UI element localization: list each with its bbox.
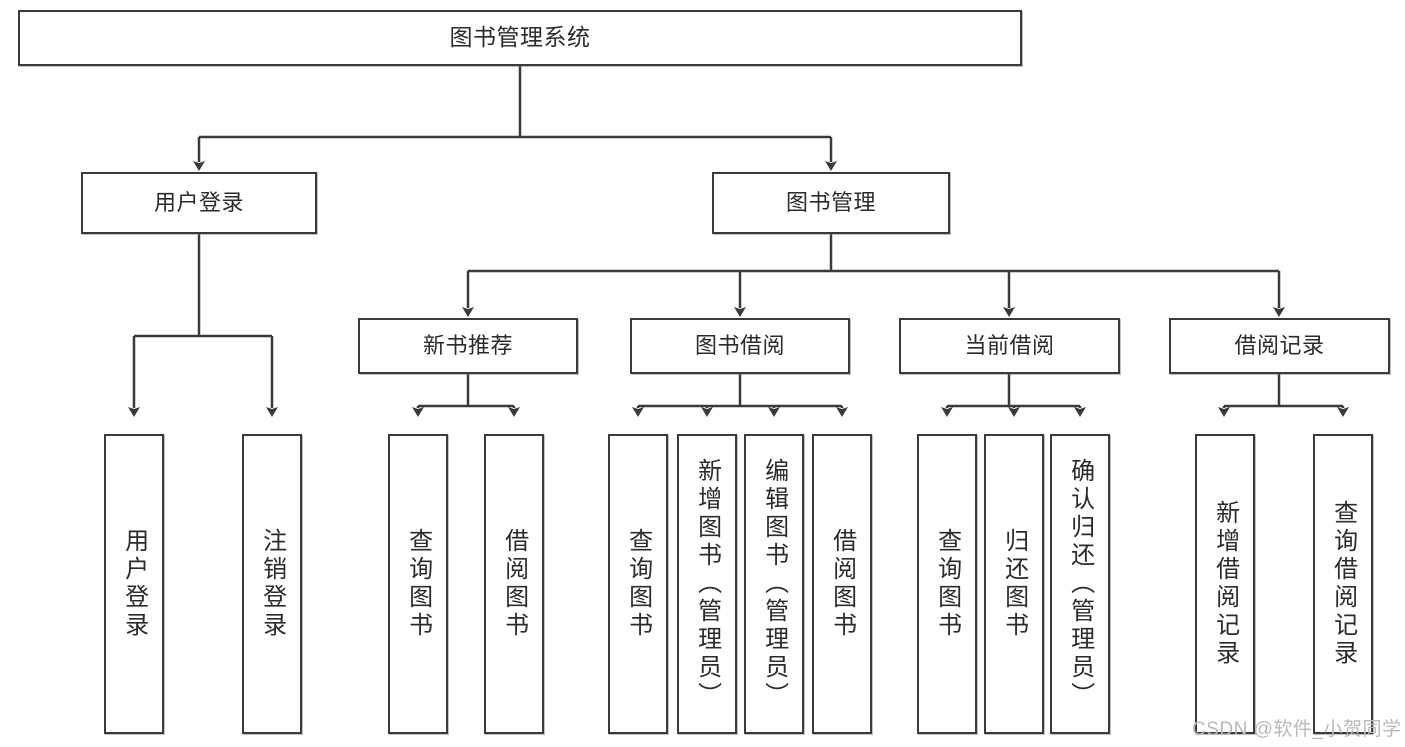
node-label: 查询图书 — [624, 528, 652, 640]
watermark-text: CSDN @软件_小贺同学 — [1192, 719, 1402, 740]
node-book-borrow[interactable]: 图书借阅 — [630, 318, 850, 374]
node-new-book-recommend[interactable]: 新书推荐 — [358, 318, 578, 374]
leaf-user-login[interactable]: 用户登录 — [104, 434, 164, 734]
leaf-add-book-admin[interactable]: 新增图书（管理员） — [677, 434, 737, 734]
leaf-logout[interactable]: 注销登录 — [242, 434, 302, 734]
node-label: 查询借阅记录 — [1329, 500, 1357, 668]
node-label: 编辑图书（管理员） — [760, 458, 788, 710]
leaf-return-book[interactable]: 归还图书 — [984, 434, 1044, 734]
node-label: 用户登录 — [153, 190, 244, 216]
leaf-query-borrow-record[interactable]: 查询借阅记录 — [1313, 434, 1373, 734]
leaf-borrow-book-recommend[interactable]: 借阅图书 — [484, 434, 544, 734]
node-label: 新增借阅记录 — [1211, 500, 1239, 668]
node-label: 借阅记录 — [1234, 333, 1325, 359]
leaf-add-borrow-record[interactable]: 新增借阅记录 — [1195, 434, 1255, 734]
leaf-borrow-book[interactable]: 借阅图书 — [812, 434, 872, 734]
node-borrow-record[interactable]: 借阅记录 — [1169, 318, 1390, 374]
leaf-query-book-borrow[interactable]: 查询图书 — [608, 434, 668, 734]
leaf-query-book-recommend[interactable]: 查询图书 — [388, 434, 448, 734]
node-label: 确认归还（管理员） — [1066, 458, 1094, 710]
node-book-management[interactable]: 图书管理 — [712, 172, 950, 234]
node-root-system[interactable]: 图书管理系统 — [18, 10, 1022, 66]
node-current-borrow[interactable]: 当前借阅 — [899, 318, 1120, 374]
node-label: 借阅图书 — [828, 528, 856, 640]
node-label: 注销登录 — [258, 528, 286, 640]
node-label: 图书管理系统 — [449, 24, 591, 51]
node-label: 查询图书 — [404, 528, 432, 640]
node-label: 当前借阅 — [964, 333, 1055, 359]
leaf-edit-book-admin[interactable]: 编辑图书（管理员） — [744, 434, 804, 734]
node-label: 查询图书 — [933, 528, 961, 640]
node-label: 用户登录 — [120, 528, 148, 640]
node-label: 新书推荐 — [422, 333, 513, 359]
leaf-confirm-return-admin[interactable]: 确认归还（管理员） — [1050, 434, 1110, 734]
node-user-login[interactable]: 用户登录 — [81, 172, 317, 234]
leaf-query-book-current[interactable]: 查询图书 — [917, 434, 977, 734]
node-label: 归还图书 — [1000, 528, 1028, 640]
node-label: 借阅图书 — [500, 528, 528, 640]
node-label: 图书管理 — [785, 190, 876, 216]
node-label: 新增图书（管理员） — [693, 458, 721, 710]
node-label: 图书借阅 — [694, 333, 785, 359]
